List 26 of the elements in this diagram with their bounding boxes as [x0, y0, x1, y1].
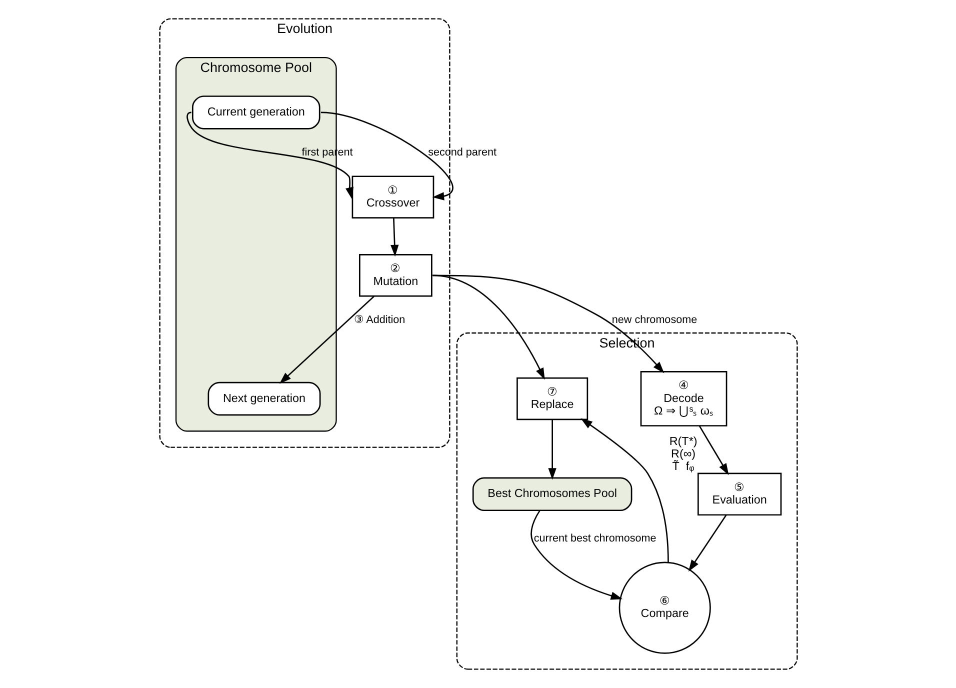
edge-label: ③ Addition — [353, 314, 405, 326]
arrow — [580, 418, 668, 563]
node-box: Best Chromosomes Pool — [472, 477, 632, 512]
arrow — [530, 510, 622, 600]
arrow — [432, 274, 664, 374]
node-circle: ⑥ Compare — [618, 562, 710, 654]
arrow — [320, 112, 453, 200]
node-label: R(∞) — [670, 448, 696, 461]
edge-label: new chromosome — [611, 314, 697, 326]
arrow — [390, 218, 398, 257]
node-box: ④ Decode Ω ⇒ ⋃ˢₛ ωₛ — [640, 371, 727, 426]
edge-label: current best chromosome — [533, 532, 656, 545]
arrow — [688, 514, 726, 572]
node-label: R(T*) — [668, 435, 697, 448]
node-box: ① Crossover — [351, 176, 434, 218]
node-box: ② Mutation — [358, 254, 432, 297]
node-box: ⑦ Replace — [516, 377, 588, 420]
node-box: Next generation — [207, 382, 320, 416]
arrow — [186, 112, 354, 200]
arrow — [548, 420, 556, 480]
node-box: Current generation — [191, 96, 320, 130]
arrow — [698, 426, 728, 476]
edge-label: second parent — [428, 146, 496, 158]
arrow — [278, 296, 374, 384]
node-box: ⑤ Evaluation — [697, 472, 782, 516]
node-label: T̃ fᵩ — [672, 460, 694, 474]
